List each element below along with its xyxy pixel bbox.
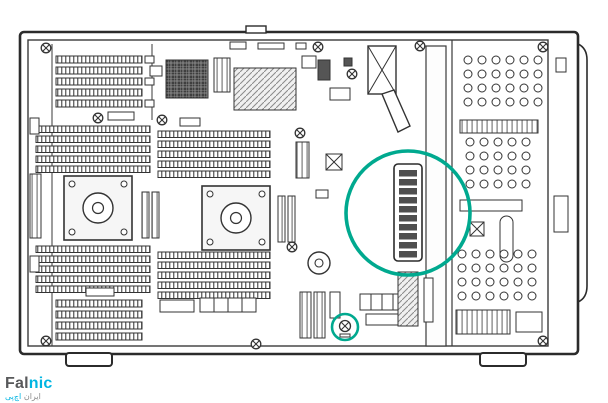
logo-tagline-right: اچ‌پی	[5, 392, 22, 401]
dimm-bank-bottom-left	[35, 245, 151, 293]
logo-tagline-left: ایران	[23, 392, 41, 401]
screw-icon	[346, 68, 358, 80]
falnic-wordmark: Falnic	[5, 376, 52, 392]
finned-heatsink	[233, 67, 297, 111]
screw-icon	[286, 241, 298, 253]
dark-chip	[317, 59, 331, 81]
connector-pin-grid-middle	[465, 137, 531, 189]
dimm-bank-top-center	[157, 130, 271, 178]
support-bracket	[367, 45, 411, 133]
dimm-bank-bottom-center	[157, 251, 271, 299]
top-handle-tab	[245, 25, 267, 34]
pcie-slots-top-left	[55, 55, 155, 108]
cpu1-heatsink	[63, 175, 133, 241]
screw-icon	[40, 335, 52, 347]
connector-pin-grid-top	[463, 55, 543, 107]
screw-icon	[312, 41, 324, 53]
coin-battery	[307, 251, 331, 275]
side-wall-latch	[553, 195, 569, 233]
cpu2-heatsink	[201, 185, 271, 251]
lower-right-slots	[397, 271, 434, 327]
screw-icon	[92, 112, 104, 124]
highlight-circle-screw	[330, 312, 360, 342]
screw-icon	[156, 114, 168, 126]
connector-pin-grid-bottom	[457, 249, 537, 301]
top-center-components	[107, 41, 353, 127]
dimm-bank-top-left	[35, 125, 151, 173]
mid-board-connectors	[295, 141, 343, 199]
chassis-foot-right	[479, 352, 527, 367]
chassis-foot-left	[65, 352, 113, 367]
screw-icon	[294, 127, 306, 139]
screw-icon	[250, 338, 262, 350]
pcie-slots-bottom-left	[55, 299, 143, 341]
screw-icon	[537, 335, 549, 347]
screw-icon	[537, 41, 549, 53]
falnic-logo: Falnic ایران اچ‌پی	[5, 376, 52, 401]
dark-heatsink	[165, 59, 209, 99]
logo-tagline: ایران اچ‌پی	[5, 393, 52, 401]
highlight-circle-main	[344, 149, 472, 277]
left-edge-connectors	[29, 117, 42, 273]
maintenance-switch	[393, 163, 423, 262]
screw-icon	[40, 42, 52, 54]
chassis-right-flange	[577, 43, 588, 303]
logo-suffix: nic	[28, 375, 53, 392]
power-bay	[455, 55, 569, 335]
bottom-center-connectors	[85, 287, 405, 339]
logo-prefix: Fal	[5, 375, 29, 392]
board-frame	[27, 39, 549, 347]
cpu-adjacent-connectors	[141, 191, 296, 243]
highlighted-screw	[338, 319, 352, 338]
screw-icon	[414, 40, 426, 52]
